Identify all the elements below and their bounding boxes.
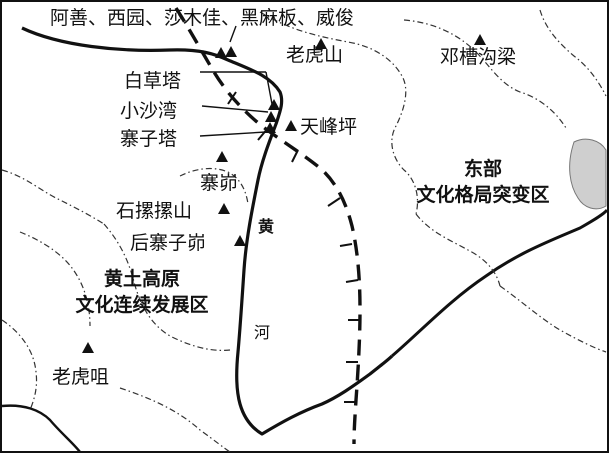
triangle-icon [264, 122, 276, 133]
divide-ticks [227, 91, 360, 403]
leader-top-cluster [229, 25, 237, 43]
boundary-southeast [499, 285, 607, 353]
region-east-line2: 文化格局突变区 [416, 184, 550, 206]
region-loess-line1: 黄土高原 [103, 268, 180, 290]
triangle-icon [82, 342, 94, 353]
boundary-southwest [1, 319, 38, 411]
label-baicaota: 白草塔 [124, 70, 182, 92]
cultural-divide-line [174, 7, 362, 445]
triangle-icon [225, 46, 237, 57]
triangle-icon [474, 34, 486, 45]
boundary-east [539, 9, 607, 97]
label-river-huang: 黄 [258, 217, 275, 236]
label-dengcaogouliang: 邓槽沟梁 [440, 46, 517, 68]
label-top-cluster: 阿善、西园、莎木佳、黑麻板、威俊 [50, 7, 355, 29]
divide-tick [339, 243, 353, 247]
leader-baicaota-drop [265, 71, 273, 105]
site-markers [82, 34, 486, 353]
boundary-west-2 [103, 223, 231, 351]
label-laohuzui: 老虎咀 [52, 366, 110, 388]
boundary-west-3 [19, 231, 91, 327]
label-xiaoshawan: 小沙湾 [120, 100, 178, 122]
province-boundaries [1, 9, 607, 453]
leader-lines [199, 25, 273, 137]
triangle-icon [285, 120, 297, 131]
leader-zhaizita [199, 131, 267, 137]
triangle-icon [218, 203, 230, 214]
boundary-inner-west [179, 167, 249, 205]
yellow-river [21, 26, 394, 436]
divide-tick [227, 91, 237, 105]
triangle-icon [265, 111, 277, 122]
label-tianfengping: 天峰坪 [300, 116, 358, 138]
triangle-icon [268, 99, 280, 110]
region-east: 东部 文化格局突变区 [388, 156, 578, 208]
divide-tick [345, 279, 359, 283]
label-zhaimao: 寨峁 [200, 172, 239, 194]
triangle-icon [234, 235, 246, 246]
label-zhaizita: 寨子塔 [120, 128, 178, 150]
divide-tick [327, 197, 341, 207]
triangle-icon [216, 151, 228, 162]
label-houzhaizimao: 后寨子峁 [130, 232, 207, 254]
label-river-he: 河 [254, 323, 271, 342]
label-shiyanliushan: 石摞摞山 [116, 200, 193, 222]
southwest-boundary [1, 404, 81, 453]
boundary-northeast [403, 19, 567, 129]
label-laohushan: 老虎山 [286, 44, 344, 66]
boundary-south [119, 387, 231, 453]
divide-tick [291, 149, 299, 163]
triangle-icon [315, 38, 327, 49]
lake-patch [569, 138, 607, 210]
region-loess-plateau: 黄土高原 文化连续发展区 [52, 266, 232, 318]
region-loess-line2: 文化连续发展区 [75, 294, 209, 316]
region-east-line1: 东部 [463, 158, 502, 180]
leader-xiaoshawan [201, 105, 269, 113]
triangle-icon [215, 47, 227, 58]
plain-boundary [391, 209, 609, 358]
boundary-center-east [415, 213, 501, 287]
boundary-west-1 [1, 169, 105, 225]
boundary-north [259, 11, 419, 215]
